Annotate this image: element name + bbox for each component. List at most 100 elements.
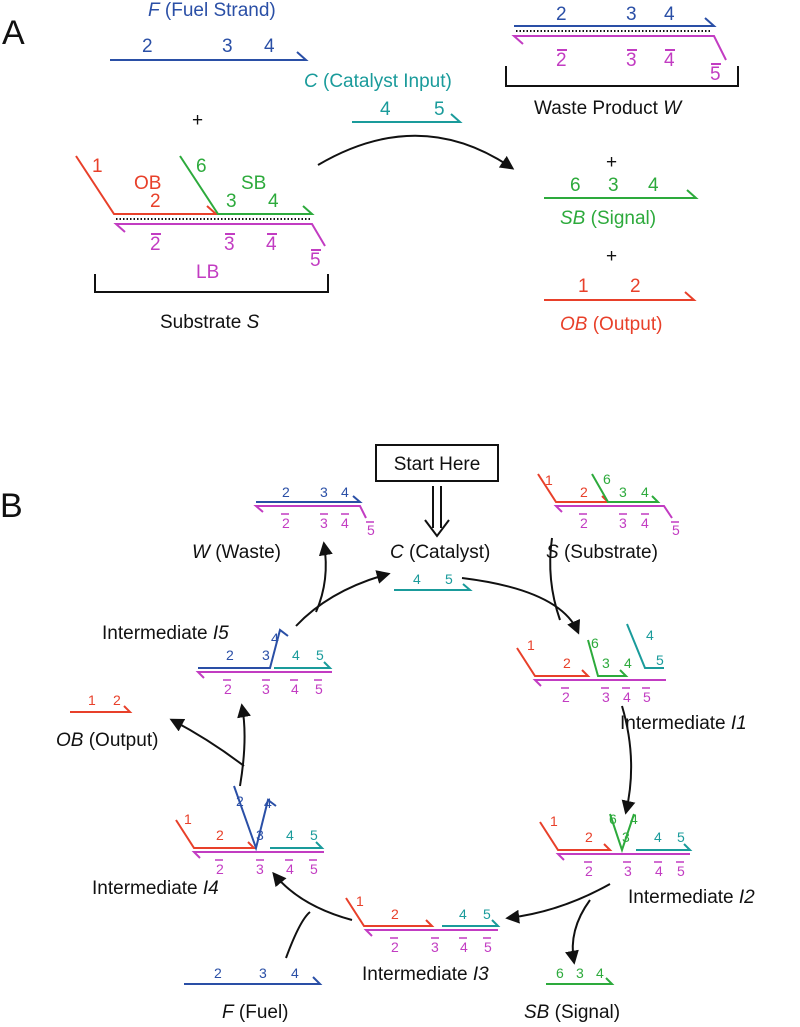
i1-domain-5: 5 <box>656 652 664 668</box>
waste-b-bottom-strand <box>253 505 367 519</box>
i2-bottom-strand <box>555 853 690 861</box>
waste-b-top-strand <box>256 495 363 503</box>
waste-b: 2 3 4 2 3 4 5 W (Waste) <box>192 484 375 563</box>
i1-domain-2: 2 <box>563 655 571 671</box>
intermediate-i2: 1 2 6 4 3 4 5 2 3 4 5 Intermediate I2 <box>539 811 755 908</box>
i2-bottom-domain-3: 3 <box>624 863 632 879</box>
waste-b-bottom-domain-5: 5 <box>367 522 375 538</box>
start-here-arrowhead <box>424 519 450 538</box>
i4-bottom-domain-2: 2 <box>216 861 224 877</box>
i4-domain-5: 5 <box>310 827 318 843</box>
substrate-b-domain-4: 4 <box>641 484 649 500</box>
i1-domain-6: 6 <box>591 635 599 651</box>
i5-domain-5: 5 <box>316 647 324 663</box>
arrow-i2-to-signal <box>565 899 591 965</box>
substrate-b: 1 2 6 3 4 2 3 4 5 S (Substrate) <box>537 471 680 563</box>
waste-bottom-domain-4: 4 <box>664 50 675 71</box>
signal-b-strand <box>546 977 615 985</box>
i3-label: Intermediate I3 <box>362 964 489 985</box>
i4-label: Intermediate I4 <box>92 878 219 899</box>
i3-bottom-domain-2: 2 <box>391 939 399 955</box>
substrate-lb-domain-4: 4 <box>266 234 277 255</box>
waste-top-domain-3: 3 <box>626 4 637 25</box>
substrate-sb-label: SB <box>241 173 266 194</box>
arrow-fuel-join <box>285 911 311 959</box>
waste-top-domain-2: 2 <box>556 4 567 25</box>
fuel-b: 2 3 4 F (Fuel) <box>184 965 323 1023</box>
waste-caption: Waste Product W <box>534 98 683 119</box>
signal-domain-4: 4 <box>648 175 659 196</box>
fuel-domain-4: 4 <box>264 36 275 57</box>
arrow-i4-to-output <box>169 718 245 767</box>
substrate-lb-strand <box>113 223 326 247</box>
fuel-b-domain-4: 4 <box>291 965 299 981</box>
fuel-b-strand <box>184 976 323 985</box>
signal-label: SB (Signal) <box>560 208 656 229</box>
waste-b-top-domain-2: 2 <box>282 484 290 500</box>
substrate-sb-strand <box>179 155 315 215</box>
i5-domain-2: 2 <box>226 647 234 663</box>
substrate-lb-label: LB <box>196 262 219 283</box>
waste-b-bottom-domain-3: 3 <box>320 515 328 531</box>
fuel-strand-label: F (Fuel Strand) <box>148 0 276 21</box>
substrate-b-bottom-domain-4: 4 <box>641 515 649 531</box>
substrate-ob-domain-1: 1 <box>92 156 103 177</box>
plus-sign-a2: + <box>606 152 617 173</box>
substrate-b-bottom-domain-5: 5 <box>672 522 680 538</box>
i1-domain-3: 3 <box>602 655 610 671</box>
i3-red-strand <box>345 897 435 927</box>
catalyst-center-label: C (Catalyst) <box>390 542 490 563</box>
output-label: OB (Output) <box>560 314 662 335</box>
fuel-b-domain-3: 3 <box>259 965 267 981</box>
substrate-b-red-strand <box>537 473 611 503</box>
start-here-label: Start Here <box>394 454 481 475</box>
start-here-box: Start Here <box>375 444 499 538</box>
i2-domain-4a: 4 <box>630 811 638 827</box>
fuel-domain-2: 2 <box>142 36 153 57</box>
catalyst-center-domain-4: 4 <box>413 571 421 587</box>
catalyst-center: C (Catalyst) 4 5 <box>390 542 490 591</box>
i5-domain-4b: 4 <box>271 630 279 646</box>
substrate-ob-domain-2: 2 <box>150 191 161 212</box>
reaction-arrow-a <box>317 134 515 170</box>
i3-bottom-domain-5: 5 <box>484 939 492 955</box>
fuel-strand-line <box>110 51 309 61</box>
i5-bottom-domain-2: 2 <box>224 681 232 697</box>
catalyst-domain-5: 5 <box>434 99 445 120</box>
output-b-strand <box>70 705 133 713</box>
i1-bottom-strand <box>532 679 666 687</box>
i4-domain-2b: 2 <box>236 793 244 809</box>
fuel-domain-3: 3 <box>222 36 233 57</box>
catalyst-input-label: C (Catalyst Input) <box>304 71 452 92</box>
i2-domain-1: 1 <box>550 813 558 829</box>
substrate-ob-strand <box>75 155 219 215</box>
fuel-strand: F (Fuel Strand) 2 3 4 <box>110 0 309 61</box>
substrate-b-bottom-strand <box>553 505 673 519</box>
substrate-b-domain-2: 2 <box>580 484 588 500</box>
output-b: 1 2 OB (Output) <box>56 692 158 751</box>
waste-b-bottom-domain-4: 4 <box>341 515 349 531</box>
substrate-sb-domain-3: 3 <box>226 191 237 212</box>
i2-domain-4: 4 <box>654 829 662 845</box>
plus-sign-a3: + <box>606 246 617 267</box>
i1-bottom-domain-5: 5 <box>643 689 651 705</box>
waste-b-top-domain-3: 3 <box>320 484 328 500</box>
i3-domain-1: 1 <box>356 893 364 909</box>
substrate-caption: Substrate S <box>160 312 260 333</box>
arrow-i3-to-i4 <box>272 871 353 921</box>
arrow-substrate-join <box>549 537 561 621</box>
i4-bottom-strand <box>191 851 324 859</box>
i5-teal-strand <box>274 661 333 669</box>
i3-bottom-strand <box>363 929 498 937</box>
i4-domain-4b: 4 <box>264 795 272 811</box>
i2-bottom-domain-5: 5 <box>677 863 685 879</box>
waste-bottom-strand <box>511 35 727 61</box>
substrate-ob-label: OB <box>134 173 161 194</box>
signal-domain-6: 6 <box>570 175 581 196</box>
fuel-b-label: F (Fuel) <box>222 1002 289 1023</box>
waste-b-bottom-domain-2: 2 <box>282 515 290 531</box>
i2-teal-strand <box>636 843 693 851</box>
i5-label: Intermediate I5 <box>102 623 229 644</box>
waste-bottom-domain-2: 2 <box>556 50 567 71</box>
